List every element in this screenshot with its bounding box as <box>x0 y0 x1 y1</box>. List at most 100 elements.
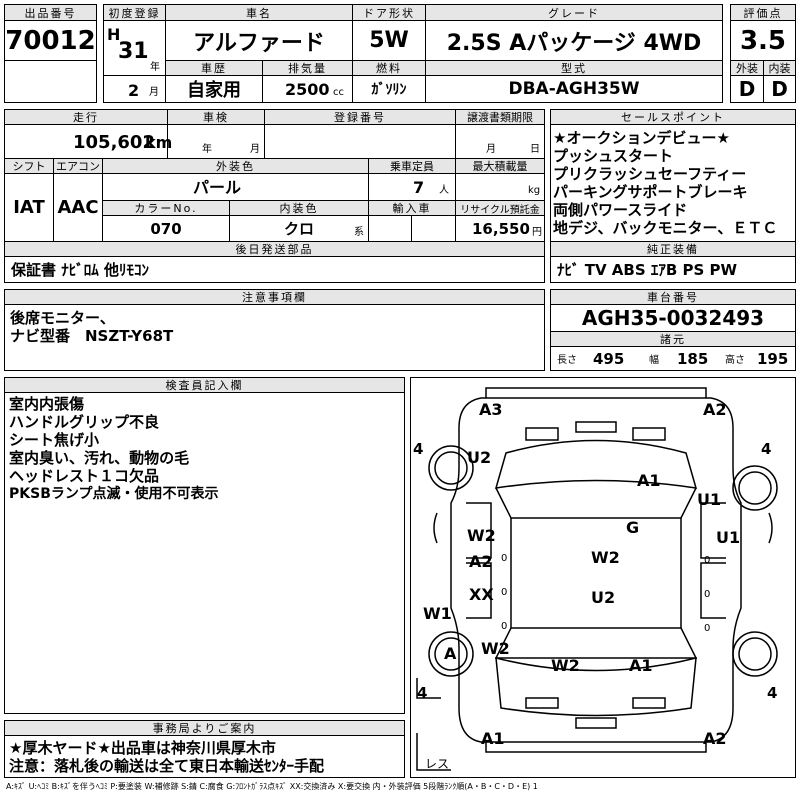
legend: A:ｷｽﾞ U:ﾍｺﾐ B:ｷｽﾞを伴うﾍｺﾐ P:要塗装 W:補修跡 S:錆 … <box>6 782 538 791</box>
intcolor-cell: クロ 系 <box>229 215 369 242</box>
minor-mark: 0 <box>501 587 508 598</box>
seats: 7 <box>413 178 425 197</box>
damage-mark: A1 <box>481 729 505 748</box>
grade: 2.5S Aパッケージ 4WD <box>425 20 723 61</box>
office-label: 事務局よりご案内 <box>4 720 405 736</box>
disp-label: 排気量 <box>262 60 353 76</box>
notes-line: 後席モニター、 <box>10 309 115 327</box>
colorno-label: カラーNo. <box>102 200 230 216</box>
reg-label: 初度登録 <box>103 4 166 21</box>
seats-unit: 人 <box>439 185 449 196</box>
damage-mark: A2 <box>703 729 727 748</box>
inspector-line: PKSBランプ点滅・使用不可表示 <box>9 486 219 502</box>
chassis-number: AGH35-0032493 <box>550 304 796 332</box>
width: 185 <box>677 350 709 368</box>
ext-label: 外装 <box>730 60 764 76</box>
seats-label: 乗車定員 <box>368 158 456 174</box>
car-outline <box>416 387 778 771</box>
tire-tread-rl: 4 <box>417 684 428 702</box>
tire-tread-rr: 4 <box>767 684 778 702</box>
damage-mark: W2 <box>591 548 620 567</box>
sales-line: プリクラッシュセーフティー <box>553 165 747 183</box>
name-label: 車名 <box>165 4 353 21</box>
recycle-unit: 円 <box>532 227 542 238</box>
regno-cell <box>264 124 456 159</box>
inspector-label: 検査員記入欄 <box>4 377 405 393</box>
int-score: D <box>763 75 796 103</box>
minor-mark: 0 <box>501 621 508 632</box>
reg-month-cell: 2 月 <box>103 75 166 103</box>
notes-label: 注意事項欄 <box>4 289 545 305</box>
damage-mark: W1 <box>423 604 452 623</box>
tire-tread-fl: 4 <box>413 440 424 458</box>
score: 3.5 <box>730 20 796 61</box>
load-cell: kg <box>455 173 545 201</box>
regno-label: 登録番号 <box>264 109 456 125</box>
import-label: 輸入車 <box>368 200 456 216</box>
inspector-line: 室内内張傷 <box>9 395 85 413</box>
height: 195 <box>757 350 789 368</box>
inspect-year-unit: 年 <box>202 144 212 155</box>
damage-mark: W2 <box>481 639 510 658</box>
notes-line: ナビ型番 NSZT-Y68T <box>10 327 174 345</box>
load-unit: kg <box>528 185 541 196</box>
sales-line: パーキングサポートブレーキ <box>553 183 748 201</box>
inspector-line: シート焦げ小 <box>9 431 100 449</box>
sales-points: ★オークションデビュー★ プッシュスタート プリクラッシュセーフティー パーキン… <box>550 124 796 242</box>
inspect-cell: 年 月 <box>167 124 265 159</box>
interior-color: クロ <box>284 220 315 238</box>
load-label: 最大積載量 <box>455 158 545 174</box>
sales-label: セールスポイント <box>550 109 796 125</box>
shift-label: シフト <box>4 158 54 174</box>
damage-mark: U2 <box>591 588 616 607</box>
color-cell: パール <box>102 173 369 201</box>
reg-year: 31 <box>118 39 149 64</box>
year-unit: 年 <box>150 62 160 73</box>
lot-label: 出品番号 <box>4 4 97 21</box>
damage-mark: A1 <box>637 471 661 490</box>
recycle-fee: 16,550 <box>472 220 530 238</box>
model: DBA-AGH35W <box>425 75 723 103</box>
ext-score: D <box>730 75 764 103</box>
transfer-cell: 月 日 <box>455 124 545 159</box>
mileage-cell: 105,602 km <box>4 124 172 159</box>
era: H <box>107 25 121 44</box>
model-label: 型式 <box>425 60 723 76</box>
score-label: 評価点 <box>730 4 796 21</box>
grade-label: グレード <box>425 4 723 21</box>
color: パール <box>193 178 242 197</box>
shift: IAT <box>4 173 54 242</box>
length: 495 <box>593 350 625 368</box>
damage-mark: A3 <box>479 400 503 419</box>
minor-mark: 0 <box>704 589 711 600</box>
intcolor-unit: 系 <box>354 227 364 238</box>
later-parts: 保証書 ﾅﾋﾞﾛﾑ 他ﾘﾓｺﾝ <box>4 256 545 283</box>
office-line: 注意：落札後の輸送は全て東日本輸送ｾﾝﾀｰ手配 <box>9 757 325 775</box>
door-label: ドア形状 <box>352 4 426 21</box>
damage-mark: A2 <box>469 552 493 571</box>
mileage: 105,602 <box>73 132 155 153</box>
damage-diagram: 4 4 4 4 A3 A2 U2 A1 U1 G W2 U1 A2 W2 XX … <box>410 377 796 778</box>
damage-mark: U2 <box>467 448 492 467</box>
fuel-label: 燃料 <box>352 60 426 76</box>
displacement: 2500 <box>285 80 330 99</box>
height-label: 高さ <box>725 355 745 366</box>
color-label: 外装色 <box>102 158 369 174</box>
sales-line: 地デジ、バックモニター、ＥＴＣ <box>553 219 778 237</box>
transfer-day-unit: 日 <box>530 144 540 155</box>
minor-mark: 0 <box>704 555 711 566</box>
length-label: 長さ <box>557 355 577 366</box>
spec-label: 諸元 <box>550 331 796 347</box>
res-label: レス <box>425 757 450 771</box>
damage-mark: W2 <box>551 656 580 675</box>
history: 自家用 <box>165 75 263 103</box>
fuel: ｶﾞｿﾘﾝ <box>352 75 426 103</box>
inspector-line: ハンドルグリップ不良 <box>9 413 160 431</box>
history-label: 車歴 <box>165 60 263 76</box>
transfer-label: 譲渡書類期限 <box>455 109 545 125</box>
damage-mark: A2 <box>703 400 727 419</box>
transfer-month-unit: 月 <box>486 144 496 155</box>
ac: AAC <box>53 173 103 242</box>
reg-year-cell: H 31 年 <box>103 20 166 76</box>
mileage-label: 走行 <box>4 109 168 125</box>
